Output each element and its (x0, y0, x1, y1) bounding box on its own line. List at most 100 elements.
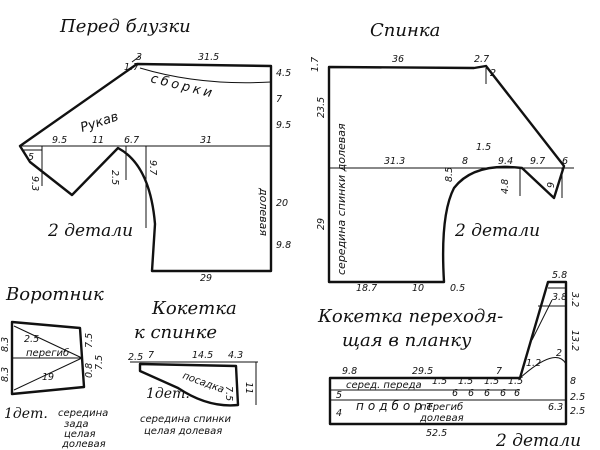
back-count: 2 детали (454, 221, 540, 241)
placket-dim: 52.5 (426, 428, 447, 439)
yoke-dim: 7.5 (223, 386, 234, 401)
front-top-stub (131, 55, 141, 63)
collar-note: долевая (61, 439, 106, 450)
back-dim: 1.5 (476, 142, 491, 153)
placket-dim: 6 (500, 388, 506, 399)
back-dim: 4.8 (500, 179, 511, 194)
front-dim: 9.3 (29, 176, 40, 191)
front-dim: 7 (276, 94, 282, 105)
front-sleeve-label: Рукав (79, 109, 121, 135)
collar-diagonal (13, 325, 83, 359)
front-dim: 31.5 (198, 52, 219, 63)
back-pattern: Спинка середина спинки долевая 2 детали … (310, 20, 574, 294)
collar-dim: 8.3 (0, 337, 11, 352)
yoke-dim: 2.5 (128, 352, 143, 363)
placket-dim: 4 (336, 408, 342, 419)
placket-dim: 2 (556, 348, 562, 359)
placket-dim: 5 (336, 390, 342, 401)
placket-facing-label: подборт (356, 399, 437, 413)
yoke-outline (138, 362, 240, 407)
placket-dim: 3.8 (552, 292, 567, 303)
placket-dim: 5.8 (552, 270, 567, 281)
collar-dim: 19 (42, 372, 54, 383)
front-dim: 29 (200, 273, 212, 284)
back-dim: 31.3 (384, 156, 405, 167)
front-dim: 31 (200, 135, 212, 146)
back-dim: 1.7 (310, 57, 321, 72)
front-outline (18, 62, 273, 273)
placket-title-line2: щая в планку (342, 330, 472, 351)
yoke-note-line2: целая долевая (144, 426, 222, 437)
placket-dim: 7 (496, 366, 502, 377)
front-dim: 9.5 (52, 135, 67, 146)
back-center-label: середина спинки долевая (335, 123, 348, 275)
front-dim: 2.5 (109, 170, 120, 185)
back-dim: 18.7 (356, 283, 377, 294)
placket-dim: 13.2 (569, 330, 580, 351)
placket-dim: 1.2 (526, 358, 541, 369)
placket-dim: 2.5 (570, 406, 585, 417)
collar-fold-label: перегиб (26, 347, 69, 359)
placket-dim: 6 (468, 388, 474, 399)
back-dim: 8.5 (444, 167, 455, 182)
back-dim: 6 (562, 156, 568, 167)
yoke-dim: 14.5 (192, 350, 213, 361)
placket-dim: 6 (452, 388, 458, 399)
collar-dim: 0.8 (84, 363, 95, 378)
collar-pattern: Воротник перегиб 1дет. середина зада цел… (0, 284, 108, 450)
collar-title: Воротник (5, 284, 104, 305)
collar-diagonal-2 (13, 357, 83, 391)
back-dim: 8 (462, 156, 468, 167)
collar-note: целая (64, 429, 96, 440)
placket-dim: 3.2 (569, 292, 580, 307)
placket-dim: 1.5 (432, 376, 447, 387)
placket-grain-label: долевая (419, 413, 464, 424)
placket-fold-label: перегиб (420, 401, 463, 413)
front-pattern: Перед блузки сборки Рукав долевая 2 дета… (18, 16, 291, 284)
back-dim: 9.4 (498, 156, 513, 167)
front-fold-label: долевая (257, 187, 270, 236)
collar-dim: 2.5 (24, 334, 39, 345)
front-dim: 9.5 (276, 120, 291, 131)
placket-dim: 8 (570, 376, 576, 387)
collar-dim: 7.5 (94, 355, 105, 370)
placket-inner-line-3 (531, 299, 553, 341)
yoke-count: 1дет. (146, 386, 190, 402)
back-dim: 9 (546, 182, 557, 188)
placket-dim: 1.5 (484, 376, 499, 387)
front-gathers-label: сборки (149, 71, 216, 101)
back-dim: 23.5 (316, 97, 327, 118)
placket-dim: 1.5 (508, 376, 523, 387)
back-dim: 10 (412, 283, 424, 294)
back-dim: 36 (392, 54, 404, 65)
yoke-dim: 7 (148, 350, 154, 361)
front-title: Перед блузки (59, 16, 191, 37)
front-dim: 9.8 (276, 240, 291, 251)
front-dim: 4.5 (276, 68, 291, 79)
collar-dim: 7.5 (84, 333, 95, 348)
back-yoke-pattern: Кокетка к спинке посадка 1дет. середина … (128, 298, 258, 437)
back-dim: 9.7 (530, 156, 545, 167)
front-dim: 11 (92, 135, 104, 146)
front-dim: 20 (276, 198, 288, 209)
front-count: 2 детали (47, 221, 133, 241)
placket-dim: 1.5 (458, 376, 473, 387)
placket-front-center: серед. переда (346, 380, 422, 391)
placket-dim: 9.8 (342, 366, 357, 377)
front-dim: 6.7 (124, 135, 139, 146)
back-dim: 2 (490, 68, 496, 79)
back-dim: 29 (316, 218, 327, 230)
placket-title-line1: Кокетка переходя- (317, 306, 503, 327)
collar-note: зада (64, 419, 89, 430)
back-dim: 0.5 (450, 283, 465, 294)
placket-dim: 6 (514, 388, 520, 399)
yoke-title-line1: Кокетка (151, 298, 237, 319)
collar-dim: 8.3 (0, 367, 11, 382)
placket-neck-curve (519, 357, 567, 379)
placket-dim: 6.3 (548, 402, 563, 413)
collar-outline (10, 320, 86, 396)
collar-note: середина (58, 408, 108, 419)
placket-dim: 6 (484, 388, 490, 399)
yoke-title-line2: к спинке (134, 322, 217, 343)
